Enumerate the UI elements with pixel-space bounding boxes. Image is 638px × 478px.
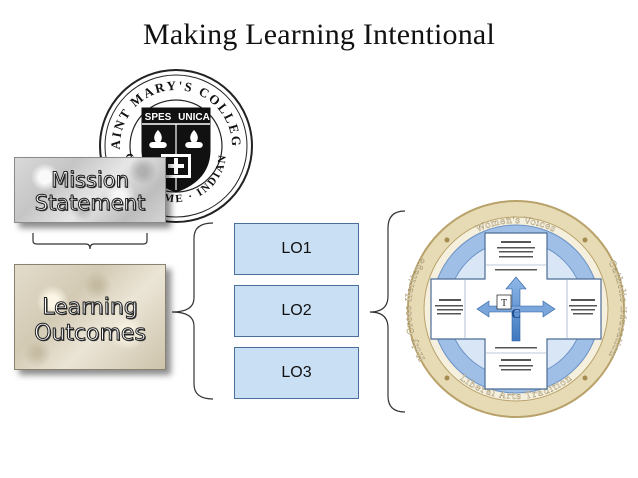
learning-framework-wheel: Women's Voices Liberal Arts Tradition Ho… bbox=[405, 200, 627, 418]
wheel-fine-print bbox=[435, 241, 597, 371]
center-letter: C bbox=[511, 307, 521, 322]
mission-line-2: Statement bbox=[34, 191, 146, 215]
lo3-box: LO3 bbox=[234, 347, 359, 399]
mission-bracket bbox=[32, 233, 148, 250]
learning-outcomes-box: Learning Outcomes bbox=[14, 264, 166, 370]
learning-outcomes-label: Learning Outcomes bbox=[15, 295, 165, 347]
fleur-de-lis-icon bbox=[149, 130, 203, 148]
lo1-box: LO1 bbox=[234, 223, 359, 275]
mission-statement-label: Mission Statement bbox=[15, 168, 165, 215]
lo-left-brace bbox=[171, 222, 214, 400]
mission-line-1: Mission bbox=[51, 168, 130, 192]
seal-motto-left: SPES bbox=[145, 112, 172, 123]
mission-statement-box: Mission Statement bbox=[14, 157, 166, 223]
lo2-box: LO2 bbox=[234, 285, 359, 337]
cross-icon bbox=[161, 154, 191, 178]
outcomes-line-1: Learning bbox=[42, 295, 139, 321]
outcomes-line-2: Outcomes bbox=[34, 321, 147, 347]
center-badge-icon bbox=[496, 294, 512, 310]
ring-ornament-icon bbox=[444, 237, 588, 381]
page-title: Making Learning Intentional bbox=[143, 18, 495, 51]
seal-motto-right: UNICA bbox=[178, 112, 210, 123]
wheel-left-brace bbox=[369, 210, 406, 413]
center-badge-glyph: T bbox=[501, 298, 507, 309]
center-arrows bbox=[476, 276, 556, 342]
